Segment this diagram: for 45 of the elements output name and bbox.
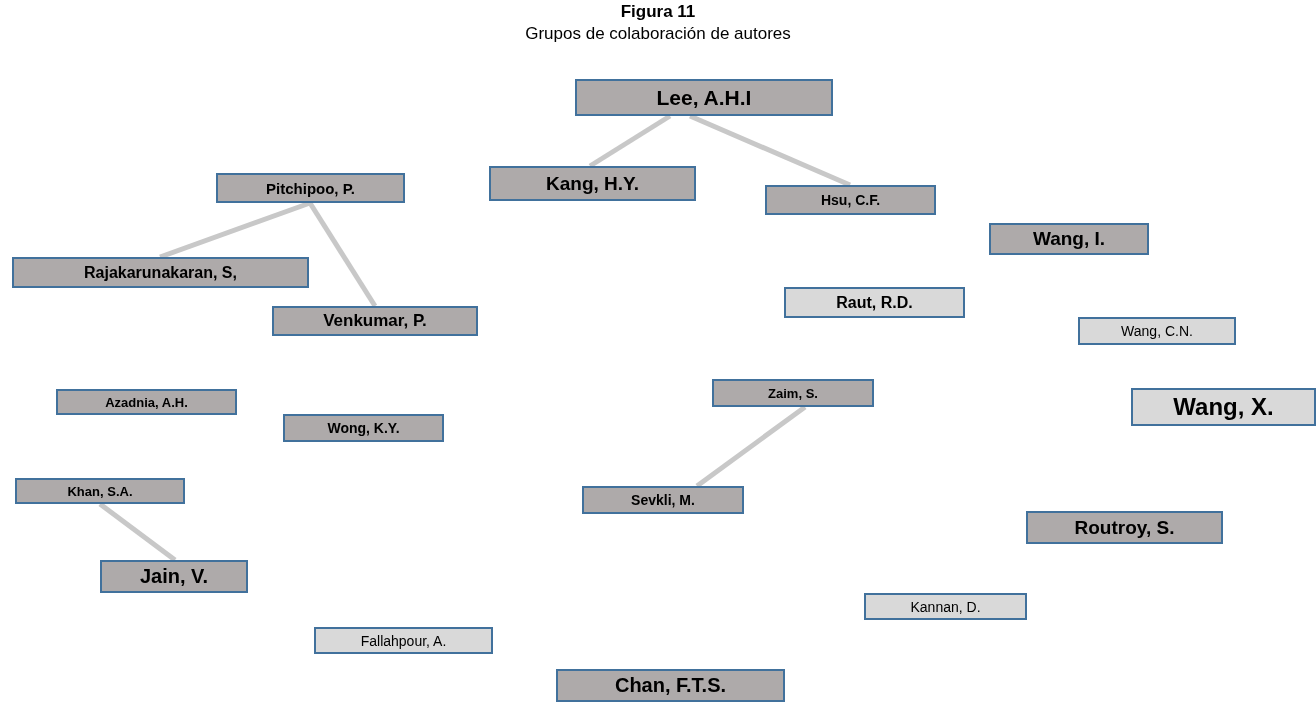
author-box: [765, 185, 936, 215]
author-name: Zaim, S.: [768, 385, 818, 401]
author-name: Jain, V.: [139, 565, 209, 588]
author-name: Kannan, D.: [910, 598, 981, 615]
connector-line: [695, 405, 807, 488]
author-box: [1078, 317, 1236, 345]
connector-line: [307, 201, 378, 308]
author-box: [1131, 388, 1316, 426]
author-box: [314, 627, 493, 654]
author-box: [56, 389, 237, 415]
author-box: [556, 669, 785, 702]
author-name: Wang, X.: [1173, 393, 1274, 421]
author-name: Khan, S.A.: [67, 483, 133, 499]
author-name: Wang, C.N.: [1121, 323, 1193, 339]
author-name: Pitchipoo, P.: [266, 179, 355, 197]
author-box: [575, 79, 833, 116]
author-box: [712, 379, 874, 407]
author-name: Hsu, C.F.: [820, 192, 881, 208]
author-name: Fallahpour, A.: [360, 632, 447, 649]
author-name: Sevkli, M.: [631, 492, 695, 508]
author-box: [15, 478, 185, 504]
author-name: Routroy, S.: [1074, 516, 1175, 539]
author-name: Kang, H.Y.: [546, 172, 639, 195]
author-name: Raut, R.D.: [836, 293, 913, 312]
author-box: [272, 306, 478, 336]
author-name: Wong, K.Y.: [327, 420, 400, 436]
author-name: Azadnia, A.H.: [105, 394, 188, 410]
author-box: [216, 173, 405, 203]
figure-title: Figura 11: [619, 2, 697, 22]
author-box: [864, 593, 1027, 620]
author-name: Lee, A.H.I: [656, 85, 752, 110]
author-box: [989, 223, 1149, 255]
author-box: [1026, 511, 1223, 544]
connector-line: [98, 502, 177, 562]
author-name: Wang, I.: [1032, 228, 1106, 250]
author-box: [283, 414, 444, 442]
author-box: [582, 486, 744, 514]
author-box: [12, 257, 309, 288]
author-box: [489, 166, 696, 201]
author-name: Rajakarunakaran, S,: [84, 263, 237, 282]
author-box: [784, 287, 965, 318]
author-name: Chan, F.T.S.: [614, 674, 727, 697]
author-name: Venkumar, P.: [323, 311, 427, 331]
author-box: [100, 560, 248, 593]
figure-caption: Grupos de colaboración de autores: [524, 24, 792, 44]
